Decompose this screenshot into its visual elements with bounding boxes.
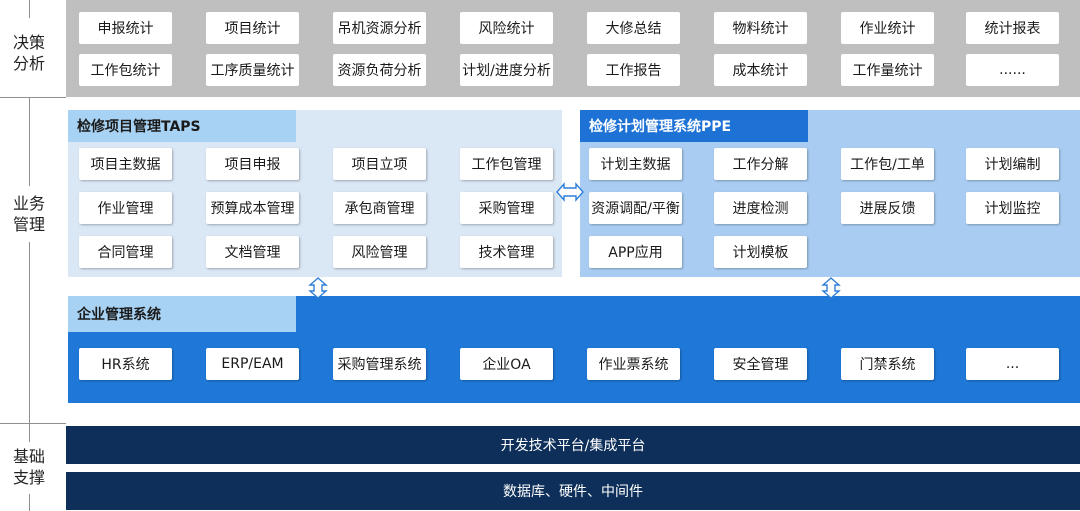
- decision-item: 工作包统计: [79, 54, 172, 86]
- enterprise-system: ERP/EAM: [206, 348, 299, 380]
- taps-module: 项目主数据: [79, 148, 172, 180]
- vertical-double-arrow-icon: [821, 277, 841, 299]
- enterprise-system: ...: [966, 348, 1059, 380]
- decision-item: 统计报表: [966, 12, 1059, 44]
- taps-module: 技术管理: [460, 236, 553, 268]
- vertical-double-arrow-icon: [308, 277, 328, 299]
- ppe-module: APP应用: [589, 236, 682, 268]
- taps-module: 项目申报: [206, 148, 299, 180]
- database-hardware-middleware-bar: 数据库、硬件、中间件: [66, 472, 1080, 510]
- enterprise-system: 安全管理: [714, 348, 807, 380]
- enterprise-system: 门禁系统: [841, 348, 934, 380]
- ppe-module: 工作包/工单: [841, 148, 934, 180]
- label-business-management: 业务管理: [12, 194, 45, 234]
- decision-item: 计划/进度分析: [460, 54, 553, 86]
- taps-module: 文档管理: [206, 236, 299, 268]
- decision-item: 工序质量统计: [206, 54, 299, 86]
- decision-item: 工作量统计: [841, 54, 934, 86]
- left-separator: [0, 97, 66, 98]
- ppe-module: 资源调配/平衡: [589, 192, 682, 224]
- label-foundation-support: 基础支撑: [12, 447, 45, 487]
- label-decision-analysis: 决策分析: [12, 33, 45, 73]
- decision-item: 作业统计: [841, 12, 934, 44]
- decision-item: 风险统计: [460, 12, 553, 44]
- left-divider-line: [29, 242, 30, 423]
- decision-item: 吊机资源分析: [333, 12, 426, 44]
- taps-module: 采购管理: [460, 192, 553, 224]
- ppe-module: 计划模板: [714, 236, 807, 268]
- enterprise-panel-title: 企业管理系统: [68, 296, 296, 332]
- taps-module: 作业管理: [79, 192, 172, 224]
- ppe-module: 计划编制: [966, 148, 1059, 180]
- taps-module: 工作包管理: [460, 148, 553, 180]
- enterprise-system: 企业OA: [460, 348, 553, 380]
- ppe-module: 进展反馈: [841, 192, 934, 224]
- dev-integration-platform-bar: 开发技术平台/集成平台: [66, 426, 1080, 464]
- taps-module: 预算成本管理: [206, 192, 299, 224]
- decision-item: 物料统计: [714, 12, 807, 44]
- enterprise-system: 作业票系统: [587, 348, 680, 380]
- left-divider-line: [29, 424, 30, 442]
- taps-module: 承包商管理: [333, 192, 426, 224]
- ppe-module: 计划主数据: [589, 148, 682, 180]
- taps-module: 风险管理: [333, 236, 426, 268]
- decision-item: 大修总结: [587, 12, 680, 44]
- enterprise-system: HR系统: [79, 348, 172, 380]
- taps-module: 合同管理: [79, 236, 172, 268]
- decision-item: 工作报告: [587, 54, 680, 86]
- decision-item: 项目统计: [206, 12, 299, 44]
- ppe-panel-title: 检修计划管理系统PPE: [580, 110, 808, 142]
- taps-panel-title: 检修项目管理TAPS: [68, 110, 296, 142]
- left-separator: [0, 423, 66, 424]
- horizontal-double-arrow-icon: [556, 182, 584, 202]
- left-divider-line: [29, 98, 30, 186]
- left-divider-line: [29, 494, 30, 511]
- enterprise-system: 采购管理系统: [333, 348, 426, 380]
- ppe-module: 工作分解: [714, 148, 807, 180]
- decision-item: 申报统计: [79, 12, 172, 44]
- decision-item: 资源负荷分析: [333, 54, 426, 86]
- ppe-module: 进度检测: [714, 192, 807, 224]
- left-divider-line: [29, 0, 30, 18]
- ppe-module: 计划监控: [966, 192, 1059, 224]
- decision-item: ......: [966, 54, 1059, 86]
- decision-item: 成本统计: [714, 54, 807, 86]
- taps-module: 项目立项: [333, 148, 426, 180]
